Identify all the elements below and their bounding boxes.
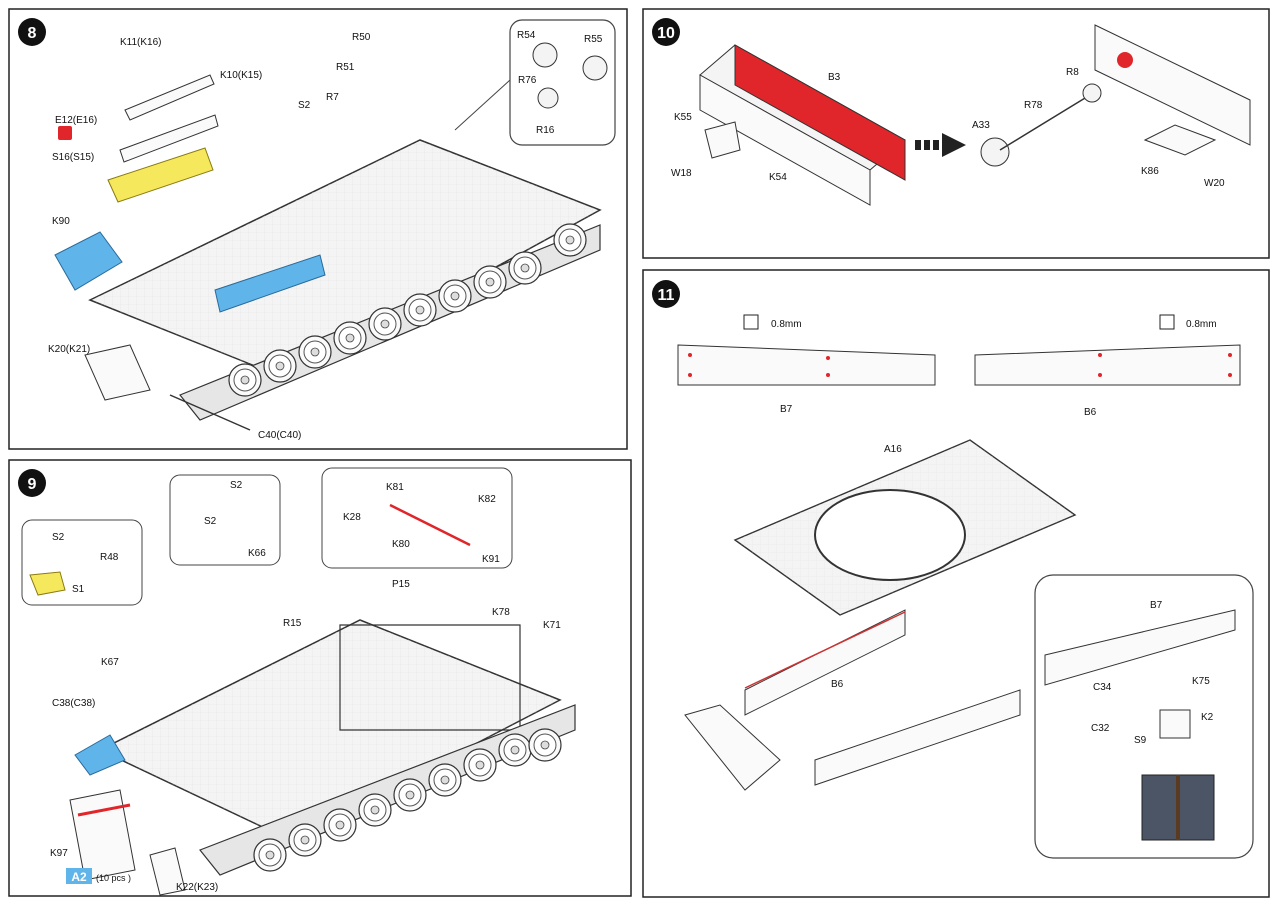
svg-text:0.8mm: 0.8mm [1186,319,1217,330]
svg-text:K81: K81 [386,482,404,493]
step-number: 8 [28,25,37,42]
svg-text:R16: R16 [536,125,555,136]
svg-text:P15: P15 [392,579,410,590]
svg-text:R51: R51 [336,62,355,73]
part-labels: S2 R48 S1 S2 S2 K66 K81 K82 K28 K80 K91 … [50,480,561,893]
svg-text:S2: S2 [52,532,65,543]
svg-text:R54: R54 [517,30,536,41]
svg-text:K97: K97 [50,848,68,859]
svg-text:W18: W18 [671,168,692,179]
svg-text:R8: R8 [1066,67,1079,78]
svg-text:R50: R50 [352,32,371,43]
svg-text:C38(C38): C38(C38) [52,698,95,709]
side-plate [974,344,1241,386]
svg-text:S1: S1 [72,584,85,595]
step-badge [18,469,46,497]
svg-text:K86: K86 [1141,166,1159,177]
svg-text:B6: B6 [1084,407,1097,418]
svg-text:A16: A16 [884,444,902,455]
plate [699,74,871,206]
turret-ring [814,489,966,581]
svg-text:K78: K78 [492,607,510,618]
step-badge [652,280,680,308]
step-number: 9 [28,476,37,493]
svg-text:R7: R7 [326,92,339,103]
step-9-panel: 9 A2 (10 pcs ) S2 R48 S1 S2 S2 K66 K81 [8,459,632,897]
svg-text:(10 pcs ): (10 pcs ) [96,873,131,883]
svg-text:E12(E16): E12(E16) [55,115,97,126]
svg-text:K10(K15): K10(K15) [220,70,262,81]
rear-plate [684,704,781,791]
plate [1094,24,1251,146]
side-plate [677,344,936,386]
flip-icon [58,126,72,140]
svg-text:A2: A2 [71,870,87,884]
svg-text:K75: K75 [1192,676,1210,687]
svg-text:R76: R76 [518,75,537,86]
svg-text:S16(S15): S16(S15) [52,152,94,163]
svg-text:S2: S2 [298,100,311,111]
svg-text:K66: K66 [248,548,266,559]
yellow-part [107,147,214,203]
svg-text:K55: K55 [674,112,692,123]
drill-icon [1159,314,1175,330]
svg-text:K80: K80 [392,539,410,550]
svg-text:C40(C40): C40(C40) [258,430,301,441]
svg-text:K28: K28 [343,512,361,523]
svg-text:S9: S9 [1134,735,1147,746]
part [84,344,151,401]
svg-text:0.8mm: 0.8mm [771,319,802,330]
step-badge [652,18,680,46]
step-number: 10 [657,25,675,42]
drill-icon [743,314,759,330]
svg-text:B6: B6 [831,679,844,690]
svg-text:K54: K54 [769,172,787,183]
svg-text:S2: S2 [230,480,243,491]
part [149,847,186,896]
red-face [734,44,906,181]
svg-text:A33: A33 [972,120,990,131]
step-10-panel: 10 B3 K55 W18 K54 R8 R78 A33 K86 W20 [642,8,1270,259]
step-11-panel: 11 0.8mm 0.8mm B7 B6 A16 B6 B7 K75 [642,269,1270,898]
svg-text:R15: R15 [283,618,302,629]
part [124,74,215,121]
part-labels: B3 K55 W18 K54 R8 R78 A33 K86 W20 [671,67,1225,189]
step-badge [18,18,46,46]
detail-callout [169,474,281,566]
svg-text:R48: R48 [100,552,119,563]
step-8-panel: 8 K11(K16) K10(K15) E12(E16) S16(S15) [8,8,628,450]
svg-text:K20(K21): K20(K21) [48,344,90,355]
svg-text:W20: W20 [1204,178,1225,189]
svg-text:B3: B3 [828,72,841,83]
svg-text:K67: K67 [101,657,119,668]
arrow-right-icon [915,133,966,157]
blue-part [214,254,326,313]
svg-text:K22(K23): K22(K23) [176,882,218,893]
svg-text:K90: K90 [52,216,70,227]
svg-text:K11(K16): K11(K16) [120,37,162,48]
svg-text:C34: C34 [1093,682,1112,693]
svg-text:K82: K82 [478,494,496,505]
part-labels: K11(K16) K10(K15) E12(E16) S16(S15) R50 … [48,30,603,441]
svg-text:R55: R55 [584,34,603,45]
blue-part [74,734,126,776]
svg-text:K71: K71 [543,620,561,631]
svg-text:K2: K2 [1201,712,1214,723]
svg-text:R78: R78 [1024,100,1043,111]
svg-text:K91: K91 [482,554,500,565]
part-labels: 0.8mm 0.8mm B7 B6 A16 B6 B7 K75 C34 C32 … [771,319,1217,746]
step-number: 11 [658,287,675,304]
side-plate [814,689,1021,786]
svg-text:B7: B7 [1150,600,1163,611]
part [119,114,219,163]
part [980,137,1010,167]
yellow-part [29,571,66,596]
svg-text:S2: S2 [204,516,217,527]
svg-text:C32: C32 [1091,723,1110,734]
quantity-badge [66,868,92,884]
svg-text:B7: B7 [780,404,793,415]
blue-part [54,231,123,291]
